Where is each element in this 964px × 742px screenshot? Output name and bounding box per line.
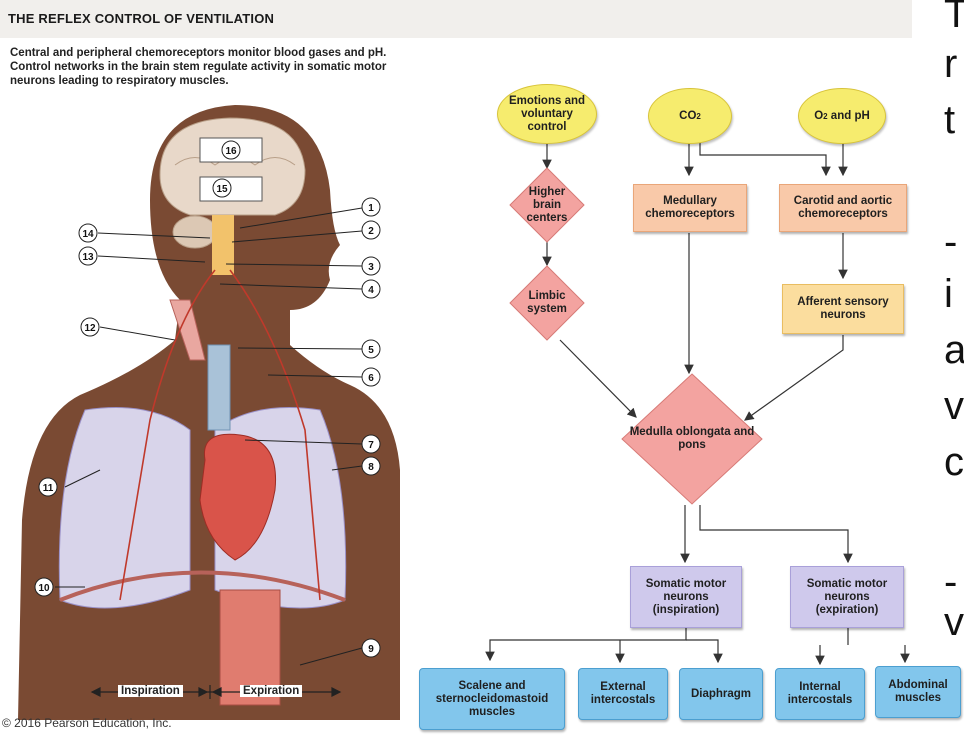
node-emotions: Emotions and voluntary control	[497, 84, 597, 144]
callout-4: 4	[368, 285, 374, 296]
co2-label: CO	[679, 109, 697, 122]
slide-text-fragment: a	[944, 328, 964, 372]
slide-text-fragment: v	[944, 600, 964, 644]
slide-text-fragment: r	[944, 42, 958, 86]
brainstem	[212, 215, 234, 275]
o2-subscript: 2	[823, 111, 828, 121]
callout-8: 8	[368, 462, 374, 473]
callout-9: 9	[368, 644, 374, 655]
figure-title: THE REFLEX CONTROL OF VENTILATION	[8, 11, 275, 26]
callout-3: 3	[368, 262, 374, 273]
intro-line: Central and peripheral chemoreceptors mo…	[10, 47, 387, 59]
axis-label-expiration: Expiration	[240, 685, 303, 697]
callout-11: 11	[43, 483, 54, 494]
copyright-text: © 2016 Pearson Education, Inc.	[2, 716, 172, 730]
node-somatic-expiration: Somatic motor neurons (expiration)	[790, 566, 904, 628]
node-higher-brain: Higher brain centers	[526, 186, 568, 224]
node-internal-intercostals: Internal intercostals	[775, 668, 865, 720]
callout-13: 13	[82, 252, 94, 263]
anatomy-illustration: 1 2 3 4 5 6 7 8 9 10 11 12 13 14 15 16	[0, 95, 400, 735]
diamond-higher-brain	[509, 167, 585, 243]
diaphragm-muscle	[59, 570, 346, 602]
callout-10: 10	[38, 583, 50, 594]
slide-text-fragment: v	[944, 384, 964, 428]
callout-1: 1	[368, 203, 374, 214]
node-scalene: Scalene and sternocleidomastoid muscles	[419, 668, 565, 730]
callout-15: 15	[216, 184, 228, 195]
title-bar	[0, 0, 912, 38]
brain	[159, 117, 306, 216]
callout-14: 14	[82, 229, 94, 240]
slide-text-fragment: i	[944, 272, 953, 316]
intro-line: Control networks in the brain stem regul…	[10, 61, 387, 73]
slide-text-fragment: -	[944, 220, 958, 264]
callout-12: 12	[84, 323, 96, 334]
node-medulla: Medulla oblongata and pons	[629, 426, 755, 451]
diamond-limbic	[509, 265, 585, 341]
neck-muscle	[169, 299, 206, 361]
slide-text-fragment: -	[944, 560, 958, 604]
node-carotid-aortic: Carotid and aortic chemoreceptors	[779, 184, 907, 232]
callout-6: 6	[368, 373, 374, 384]
node-diaphragm: Diaphragm	[679, 668, 763, 720]
slide-text-fragment: c	[944, 440, 964, 484]
node-afferent-sensory: Afferent sensory neurons	[782, 284, 904, 334]
node-limbic: Limbic system	[527, 290, 567, 315]
o2-label: O	[814, 109, 824, 122]
node-medullary-chemoreceptors: Medullary chemoreceptors	[633, 184, 747, 232]
o2-ph-label: and pH	[827, 109, 870, 122]
slide-text-fragment: t	[944, 98, 956, 142]
callout-7: 7	[368, 440, 374, 451]
figure-intro: Central and peripheral chemoreceptors mo…	[10, 46, 480, 88]
node-abdominal-muscles: Abdominal muscles	[875, 666, 961, 718]
callout-5: 5	[368, 345, 374, 356]
co2-subscript: 2	[696, 111, 701, 121]
diamond-medulla	[621, 373, 763, 505]
trachea	[207, 344, 231, 431]
intro-line: neurons leading to respiratory muscles.	[10, 75, 229, 87]
callout-16: 16	[225, 146, 237, 157]
node-somatic-inspiration: Somatic motor neurons (inspiration)	[630, 566, 742, 628]
axis-label-inspiration: Inspiration	[118, 685, 183, 697]
callout-2: 2	[368, 226, 374, 237]
node-external-intercostals: External intercostals	[578, 668, 668, 720]
slide-text-fragment: T	[944, 0, 964, 36]
heart	[199, 433, 277, 561]
